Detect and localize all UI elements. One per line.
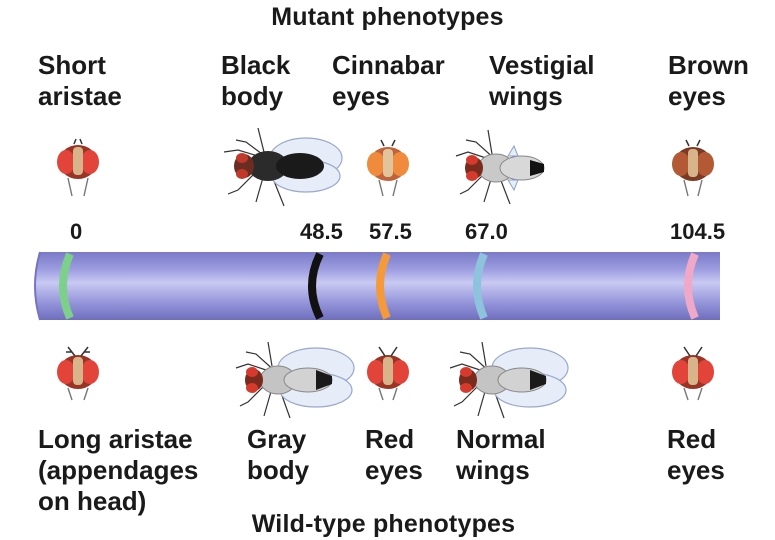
long-aristae-fly-head-icon [57, 346, 99, 401]
map-position-black-body: 48.5 [300, 219, 343, 244]
gene-band-black-body [308, 252, 324, 320]
wild-label-long-aristae: Long aristae (appendages on head) [38, 424, 199, 516]
map-position-cinnabar-eyes: 57.5 [369, 219, 412, 244]
vestigial-wings-fly-icon [455, 129, 545, 205]
map-position-short-aristae: 0 [70, 219, 83, 244]
wild-label-red-eyes: Red eyes [365, 424, 423, 485]
chromosome-bar [34, 251, 720, 321]
red-eyes-fly-head-icon [367, 346, 409, 401]
gray-body-fly-icon [235, 341, 355, 419]
normal-wings-fly-icon [449, 341, 569, 419]
gene-band-cinnabar-eyes [376, 252, 391, 320]
red-eyes-fly-head-icon-2 [672, 346, 714, 401]
wild-label-red-eyes-2: Red eyes [667, 424, 725, 485]
map-position-vestigial-wings: 67.0 [465, 219, 508, 244]
mutant-label-vestigial-wings: Vestigial wings [489, 50, 595, 111]
short-aristae-fly-head-icon [57, 138, 99, 197]
gene-band-brown-eyes [684, 252, 699, 320]
brown-eyes-fly-head-icon [672, 139, 714, 197]
mutant-label-black-body: Black body [221, 50, 291, 111]
wild-label-normal-wings: Normal wings [456, 424, 546, 485]
gene-band-vestigial-wings [473, 252, 488, 320]
mutant-label-short-aristae: Short aristae [38, 50, 122, 111]
gene-band-short-aristae [59, 252, 74, 320]
mutant-phenotypes-title: Mutant phenotypes [271, 3, 504, 31]
cinnabar-eyes-fly-head-icon [367, 139, 409, 197]
wild-type-phenotypes-title: Wild-type phenotypes [251, 510, 516, 538]
wild-label-gray-body: Gray body [247, 424, 310, 485]
map-position-brown-eyes: 104.5 [670, 219, 726, 244]
black-body-fly-icon [223, 127, 343, 207]
mutant-label-cinnabar-eyes: Cinnabar eyes [332, 50, 445, 111]
mutant-label-brown-eyes: Brown eyes [668, 50, 749, 111]
